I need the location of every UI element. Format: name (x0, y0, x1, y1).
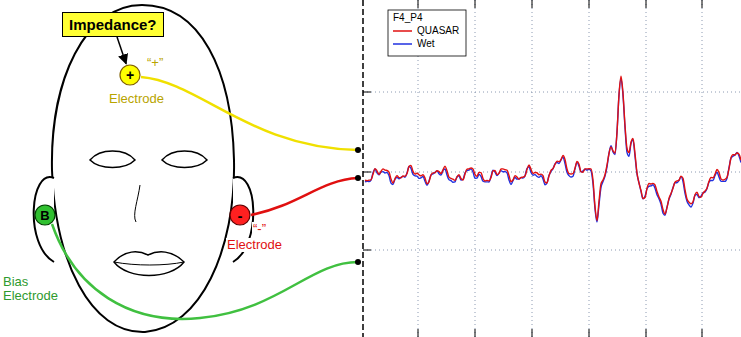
nose (135, 185, 140, 222)
minus-electrode: - (229, 204, 251, 226)
grid-line (475, 0, 476, 337)
electrode-sign: “+” (146, 56, 164, 70)
tick (646, 0, 647, 8)
electrode-shape (120, 65, 140, 85)
tick (363, 172, 371, 173)
electrode-symbol: B (40, 208, 49, 223)
plus-electrode: + (119, 64, 141, 86)
mouth (114, 252, 184, 276)
left-eye (90, 151, 135, 168)
legend-title: F4_P4 (392, 12, 423, 23)
electrode-symbol: - (238, 207, 243, 224)
plus-wire (141, 77, 358, 150)
tick (532, 0, 533, 8)
grid-line (532, 0, 533, 337)
wire-terminal (355, 175, 361, 181)
head-outline (52, 5, 234, 332)
electrode-label: Electrode (226, 238, 283, 252)
grid-line (363, 172, 741, 173)
chart-grid (363, 0, 741, 337)
callout-arrow (117, 37, 126, 64)
electrode-symbol: + (126, 67, 134, 83)
wet-trace (365, 79, 741, 222)
quasar-trace (365, 76, 741, 220)
tick (475, 329, 476, 337)
minus-wire (251, 178, 358, 215)
bias-wire (52, 224, 358, 319)
chart-axis (362, 0, 364, 337)
electrode-shape (230, 205, 250, 225)
legend-line (393, 43, 412, 45)
tick (646, 329, 647, 337)
tick (589, 329, 590, 337)
tick (532, 329, 533, 337)
tick (363, 92, 371, 93)
grid-line (646, 0, 647, 337)
legend-text: QUASAR (417, 25, 459, 36)
wire-terminal (355, 147, 361, 153)
right-eye (162, 151, 207, 168)
grid-line (363, 250, 741, 251)
legend-box (388, 10, 466, 56)
eeg-traces (365, 76, 741, 222)
tick (418, 329, 419, 337)
bias-electrode: B (34, 204, 56, 226)
tick (589, 0, 590, 8)
mouth-line (114, 262, 184, 265)
callout-box: Impedance? (62, 12, 164, 37)
legend-entry: QUASAR (392, 25, 459, 36)
left-ear (34, 177, 54, 262)
electrode-shape (35, 205, 55, 225)
tick (363, 250, 371, 251)
wire-terminal (355, 259, 361, 265)
tick (418, 0, 419, 8)
legend-sample (392, 26, 414, 36)
grid-line (702, 0, 703, 337)
grid-line (363, 92, 741, 93)
electrode-label: Bias Electrode (2, 275, 66, 303)
callout-text: Impedance? (69, 16, 157, 33)
electrode-sign: “-” (252, 222, 267, 236)
tick (702, 0, 703, 8)
legend-entry: Wet (392, 38, 435, 49)
tick (702, 329, 703, 337)
legend-sample (392, 39, 414, 49)
legend-line (393, 30, 412, 32)
tick (475, 0, 476, 8)
electrode-label: Electrode (108, 92, 165, 106)
legend-text: Wet (417, 38, 435, 49)
